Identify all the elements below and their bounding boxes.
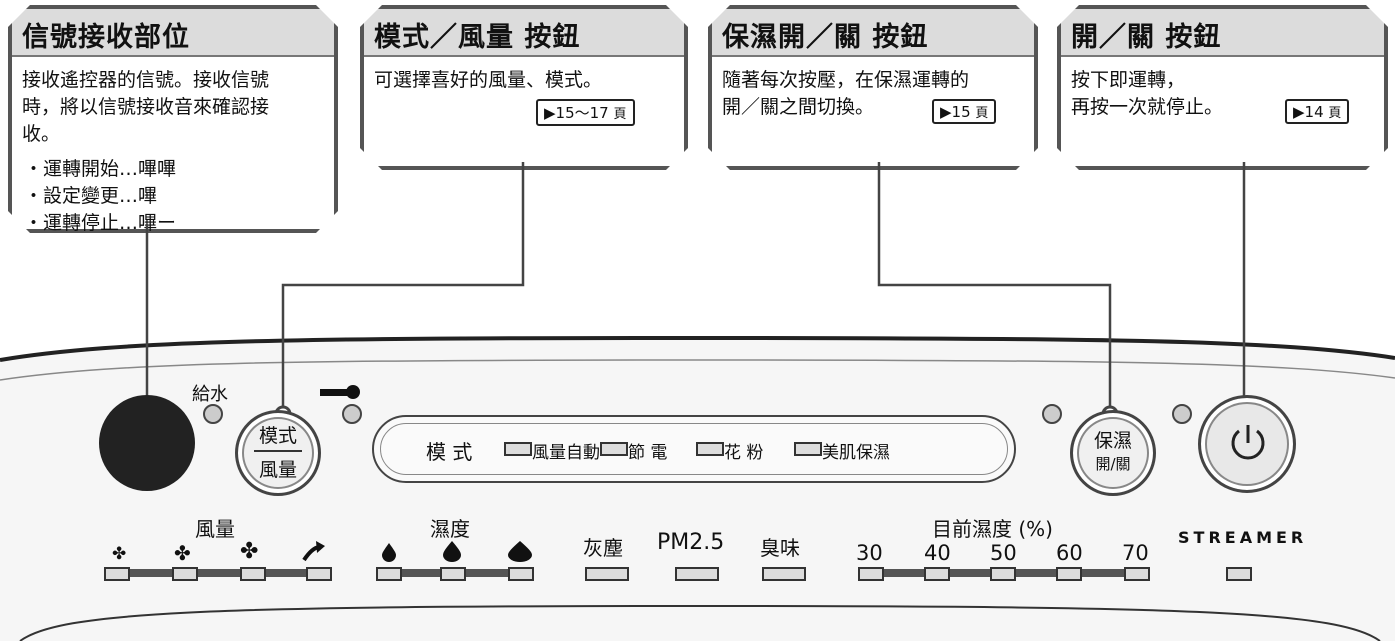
current-humidity-lamp xyxy=(1056,567,1082,581)
humidity-scale-tick: 50 xyxy=(990,541,1017,565)
mode-lamp xyxy=(504,442,532,456)
water-label: 給水 xyxy=(192,384,228,405)
dust-indicator xyxy=(585,567,629,581)
humidity-scale-tick: 40 xyxy=(924,541,951,565)
drop-low-icon xyxy=(382,543,396,562)
page-suffix: 頁 xyxy=(1328,106,1342,121)
fan-level2-icon: ✤ xyxy=(174,541,191,565)
humidity-lamp xyxy=(440,567,466,581)
page-suffix: 頁 xyxy=(613,107,627,122)
humidity-lamp xyxy=(376,567,402,581)
fan-lamp xyxy=(240,567,266,581)
list-item: ・設定變更…嗶 xyxy=(24,185,158,207)
current-humidity-label: 目前濕度 (%) xyxy=(932,517,1053,541)
fan-level3-icon: ✤ xyxy=(240,539,259,564)
humidify-button-label-bottom: 開/關 xyxy=(1095,455,1131,473)
page-number: ▶15 xyxy=(940,103,971,121)
current-humidity-lamp xyxy=(990,567,1016,581)
mode-lamp xyxy=(600,442,628,456)
humidify-button-label-top: 保濕 xyxy=(1093,430,1132,452)
mode-button-label-bottom: 風量 xyxy=(258,459,297,481)
mode-button-label-top: 模式 xyxy=(258,425,297,447)
humidity-label: 濕度 xyxy=(430,517,470,541)
callout-title: 模式／風量 按鈕 xyxy=(374,22,581,53)
dust-label: 灰塵 xyxy=(583,536,623,560)
callout-description: 隨著每次按壓，在保濕運轉的 開／關之間切換。 xyxy=(722,69,970,118)
callout-description: 按下即運轉， 再按一次就停止。 xyxy=(1071,69,1224,118)
humidity-scale-tick: 70 xyxy=(1122,541,1149,565)
power-led xyxy=(1172,404,1192,424)
mode-fan-button[interactable]: 模式 風量 xyxy=(235,410,321,496)
current-humidity-lamp xyxy=(1124,567,1150,581)
humidify-led xyxy=(1042,404,1062,424)
pm25-indicator xyxy=(675,567,719,581)
mode-display: 模 式 風量自動 節 電 花 粉 美肌保濕 xyxy=(372,415,1016,483)
callout-humidify-button: 保濕開／關 按鈕 隨著每次按壓，在保濕運轉的 開／關之間切換。 ▶15 頁 xyxy=(708,5,1038,170)
list-item: ・運轉停止…嗶ー xyxy=(24,212,177,234)
turbo-arrow-icon xyxy=(302,541,325,562)
current-humidity-lamp xyxy=(924,567,950,581)
mode-display-label: 模 式 xyxy=(426,440,473,464)
callout-power-button: 開／關 按鈕 按下即運轉， 再按一次就停止。 ▶14 頁 xyxy=(1057,5,1388,170)
power-icon xyxy=(1231,425,1265,460)
fan-lamp xyxy=(104,567,130,581)
odor-indicator xyxy=(762,567,806,581)
mode-lamp xyxy=(696,442,724,456)
callout-title: 信號接收部位 xyxy=(22,22,190,53)
signal-receiver xyxy=(99,395,195,491)
callout-description: 接收遙控器的信號。接收信號 時，將以信號接收音來確認接 收。 xyxy=(22,69,270,145)
callout-signal-receiver: 信號接收部位 接收遙控器的信號。接收信號 時，將以信號接收音來確認接 收。 ・運… xyxy=(8,5,338,233)
fan-lamp xyxy=(172,567,198,581)
humidify-onoff-button[interactable]: 保濕 開/關 xyxy=(1070,410,1156,496)
page-number: ▶15〜17 xyxy=(544,104,609,122)
page-reference: ▶15〜17 頁 xyxy=(536,99,635,126)
page-suffix: 頁 xyxy=(975,106,989,121)
mode-option: 美肌保濕 xyxy=(822,443,890,463)
odor-label: 臭味 xyxy=(760,536,800,560)
page-reference: ▶15 頁 xyxy=(932,99,996,124)
callout-description: 可選擇喜好的風量、模式。 xyxy=(374,69,603,91)
fan-lamp xyxy=(306,567,332,581)
callout-title: 開／關 按鈕 xyxy=(1071,22,1222,53)
callout-title: 保濕開／關 按鈕 xyxy=(722,22,929,53)
streamer-lamp xyxy=(1226,567,1252,581)
drop-mid-icon xyxy=(443,541,461,562)
mode-option: 花 粉 xyxy=(724,443,764,463)
mode-option: 風量自動 xyxy=(532,443,600,463)
drop-high-icon xyxy=(508,541,532,562)
pm25-label: PM2.5 xyxy=(657,530,725,555)
fan-level1-icon: ✤ xyxy=(112,544,127,564)
list-item: ・運轉開始…嗶嗶 xyxy=(24,158,177,180)
water-led xyxy=(203,404,223,424)
humidity-scale-tick: 60 xyxy=(1056,541,1083,565)
humidity-scale-tick: 30 xyxy=(856,541,883,565)
fan-label: 風量 xyxy=(195,517,235,541)
mode-lamp xyxy=(794,442,822,456)
key-icon xyxy=(320,385,360,399)
humidity-lamp xyxy=(508,567,534,581)
streamer-label: STREAMER xyxy=(1178,528,1308,547)
mode-option: 節 電 xyxy=(628,443,668,463)
page-reference: ▶14 頁 xyxy=(1285,99,1349,124)
page-number: ▶14 xyxy=(1293,103,1324,121)
current-humidity-lamp xyxy=(858,567,884,581)
fan-track xyxy=(120,569,312,577)
power-button[interactable] xyxy=(1198,395,1296,493)
lock-led xyxy=(342,404,362,424)
